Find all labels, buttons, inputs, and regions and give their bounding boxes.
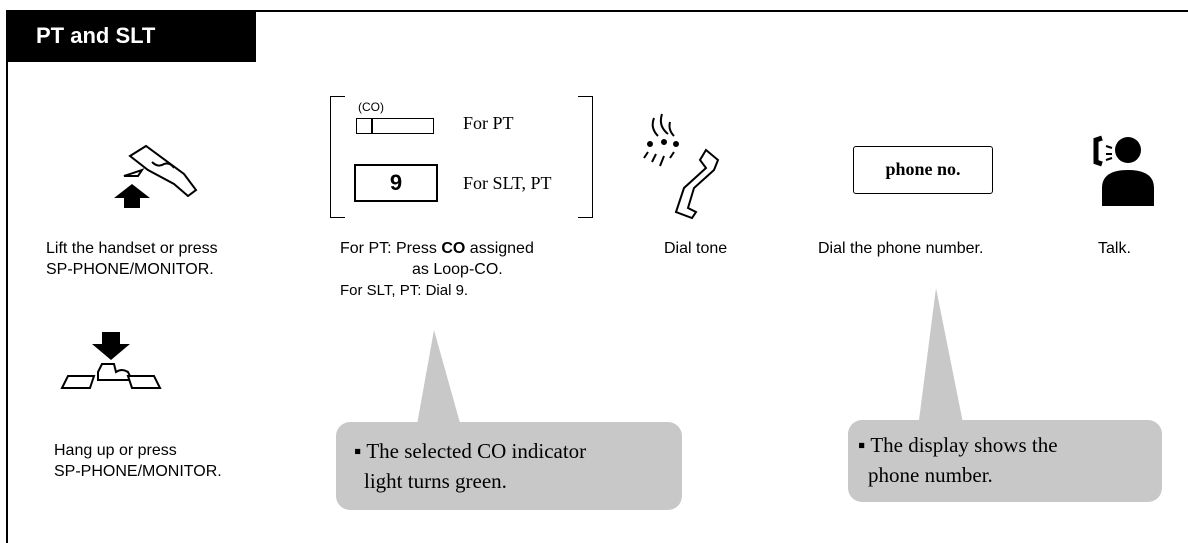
section-title: PT and SLT: [6, 10, 256, 62]
hangup-label-line2: SP-PHONE/MONITOR.: [54, 463, 222, 480]
co-caption-line1: For PT: Press CO assigned: [340, 240, 534, 257]
phone-display-text: phone no.: [885, 159, 961, 179]
key-9-label: 9: [389, 170, 403, 195]
callout-left-line1: ▪ The selected CO indicator: [354, 439, 587, 463]
co-caption-line3: For SLT, PT: Dial 9.: [340, 282, 469, 299]
dial-tone-label: Dial tone: [664, 240, 728, 257]
lift-handset-icon: [114, 144, 198, 208]
lift-label-line1: Lift the handset or press: [46, 240, 218, 257]
lift-label-line2: SP-PHONE/MONITOR.: [46, 261, 214, 278]
left-bracket: [330, 96, 345, 218]
callout-left-pointer: [416, 330, 462, 430]
talk-icon: [1093, 135, 1154, 206]
talk-label: Talk.: [1098, 240, 1131, 257]
hangup-label-line1: Hang up or press: [54, 442, 177, 459]
callout-left-line2: light turns green.: [364, 469, 507, 493]
right-bracket: [578, 96, 593, 218]
dial-label: Dial the phone number.: [818, 240, 984, 257]
for-pt-label: For PT: [463, 113, 514, 133]
key-9-button: 9: [354, 164, 438, 202]
callout-right-line2: phone number.: [868, 463, 993, 487]
for-slt-pt-label: For SLT, PT: [463, 173, 552, 193]
callout-right: [848, 420, 1162, 502]
section-frame: [6, 10, 1188, 543]
callout-left: [336, 422, 682, 510]
co-button-icon: [356, 118, 434, 134]
callout-right-pointer: [918, 288, 964, 428]
phone-display: phone no.: [853, 146, 993, 194]
co-caption-line2: as Loop-CO.: [412, 261, 503, 278]
dial-tone-icon: [643, 113, 720, 220]
callout-right-line1: ▪ The display shows the: [858, 433, 1058, 457]
hang-up-icon: [60, 332, 162, 389]
co-tag: (CO): [358, 100, 384, 114]
